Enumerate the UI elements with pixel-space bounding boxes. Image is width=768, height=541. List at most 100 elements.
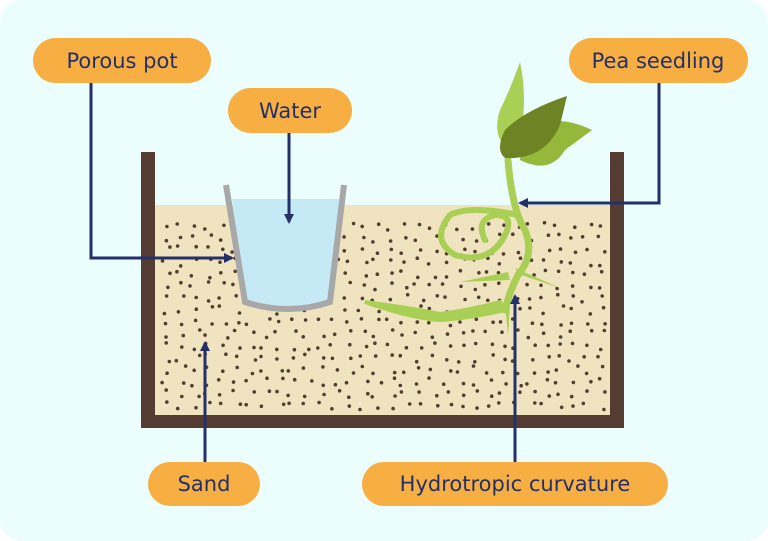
sand-particle (541, 311, 545, 316)
sand-particle (515, 371, 520, 376)
sand-particle (573, 225, 577, 229)
sand-particle (209, 233, 214, 237)
sand-particle (497, 391, 502, 395)
sand-particle (569, 236, 573, 240)
sand-particle (569, 394, 574, 399)
sand-particle (276, 319, 281, 324)
sand-particle (344, 380, 349, 385)
sand-particle (598, 263, 602, 268)
sand-particle (570, 341, 575, 346)
sand-particle (557, 232, 561, 237)
sand-particle (301, 366, 306, 370)
sand-particle (333, 382, 338, 387)
sand-particle (449, 369, 453, 373)
sand-particle (175, 222, 179, 226)
sand-particle (347, 395, 351, 400)
sand-particle (389, 247, 394, 252)
sand-particle (321, 365, 325, 369)
sand-particle (307, 347, 311, 352)
sand-particle (547, 355, 551, 359)
sand-particle (461, 393, 466, 398)
sand-particle (226, 336, 230, 340)
sand-particle (496, 271, 501, 275)
sand-particle (419, 304, 423, 308)
sand-particle (399, 269, 403, 273)
sand-particle (217, 393, 222, 397)
sand-particle (486, 404, 491, 408)
sand-particle (582, 355, 586, 359)
sand-particle (371, 257, 375, 262)
sand-particle (571, 294, 575, 298)
sand-particle (559, 405, 564, 410)
sand-particle (252, 390, 256, 394)
sand-particle (459, 284, 463, 289)
sand-particle (388, 297, 393, 302)
sand-particle (233, 269, 237, 274)
sand-fill (155, 205, 610, 416)
sand-particle (569, 306, 573, 311)
sand-particle (362, 235, 366, 240)
sand-particle (427, 376, 431, 380)
sand-particle (455, 227, 459, 232)
sand-particle (385, 342, 390, 347)
sand-particle (416, 366, 421, 370)
sand-particle (216, 378, 221, 382)
sand-particle (541, 258, 546, 262)
sand-particle (165, 400, 169, 404)
sand-particles (160, 220, 607, 412)
sand-particle (547, 248, 552, 253)
sand-particle (373, 354, 378, 358)
sand-particle (596, 234, 601, 239)
sand-particle (348, 342, 352, 347)
sand-particle (252, 345, 256, 350)
sand-particle (238, 346, 242, 350)
sand-particle (556, 392, 560, 397)
sand-particle (589, 379, 593, 384)
sand-particle (584, 371, 589, 376)
label-water-text: Water (259, 99, 321, 123)
sand-particle (160, 259, 165, 263)
sand-particle (539, 401, 543, 406)
sand-particle (198, 328, 202, 332)
sand-particle (461, 381, 466, 386)
sand-particle (375, 272, 380, 277)
sand-particle (342, 235, 346, 239)
sand-particle (180, 345, 184, 349)
sand-particle (456, 360, 461, 364)
sand-particle (571, 380, 576, 385)
sand-particle (511, 232, 515, 236)
sand-particle (598, 224, 603, 228)
sand-particle (371, 334, 376, 339)
sand-particle (413, 330, 418, 335)
sand-particle (343, 308, 347, 312)
porous-pot (223, 184, 347, 312)
sand-particle (559, 323, 563, 327)
sand-particle (194, 405, 198, 410)
sand-particle (497, 401, 501, 405)
sand-particle (316, 317, 321, 322)
sand-particle (525, 382, 529, 386)
sand-particle (250, 371, 255, 376)
container (141, 152, 624, 428)
sand-particle (222, 281, 226, 285)
sand-particle (436, 403, 440, 408)
sand-particle (546, 233, 551, 237)
sand-particle (275, 357, 279, 361)
sand-particle (164, 341, 168, 345)
sand-particle (328, 343, 333, 347)
sand-particle (384, 317, 389, 322)
sand-particle (345, 259, 350, 264)
pea-seedling (364, 62, 592, 335)
sand-particle (600, 294, 604, 298)
sand-particle (224, 352, 228, 357)
curled-root (438, 207, 521, 261)
seedling-stem (501, 156, 533, 314)
sand-particle (402, 260, 406, 264)
sand-particle (473, 341, 478, 346)
sand-particle (471, 329, 475, 333)
sand-particle (168, 245, 172, 249)
sand-particle (581, 401, 586, 406)
sand-particle (168, 271, 172, 276)
sand-particle (231, 380, 236, 384)
sand-particle (376, 222, 381, 226)
